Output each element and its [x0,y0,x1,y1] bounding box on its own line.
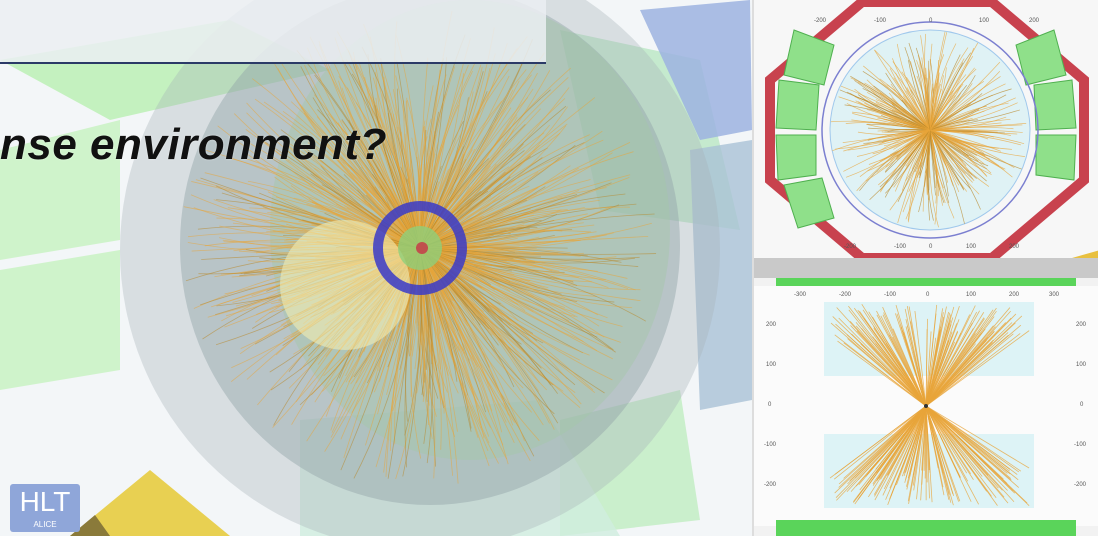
tick-label: 200 [1009,292,1020,298]
tick-label: 100 [966,292,977,298]
end-view-projection: -200 -100 0 100 200 -200 -100 0 100 200 [754,0,1098,258]
inner-cone [280,220,410,350]
projection-scale-bar-bottom [776,520,1076,536]
tick-label: 0 [1080,402,1084,408]
event-display-3d-canvas [0,0,752,536]
tick-label: -100 [764,442,777,448]
panel-separator [754,258,1098,278]
tick-label: 100 [979,18,990,24]
hlt-logo: HLT ALICE [10,484,80,532]
detector-module [300,400,620,536]
slide-title: nse environment? [0,120,387,169]
calorimeter-ring [765,0,1089,258]
side-view-vertex [924,404,928,408]
projection-panel: -200 -100 0 100 200 -200 -100 0 100 200 … [752,0,1098,536]
tick-label: -300 [794,292,807,298]
tick-label: -200 [1074,482,1087,488]
tick-label: -100 [884,292,897,298]
side-view-projection: -300 -200 -100 0 100 200 300 200 100 0 -… [754,286,1098,526]
tick-label: 200 [1009,244,1020,250]
tick-label: -100 [894,244,907,250]
side-view-axis: -300 -200 -100 0 100 200 300 200 100 0 -… [764,292,1087,488]
detector-module [0,120,120,260]
tick-label: 0 [929,18,933,24]
tick-label: 100 [966,244,977,250]
tick-label: 300 [1049,292,1060,298]
tick-label: -200 [814,18,827,24]
corner-marker [1072,250,1098,258]
emcal-modules [775,29,1077,229]
side-view-tracks [829,303,1030,506]
detector-module [0,250,120,390]
tick-label: -200 [844,244,857,250]
detector-module [690,140,752,410]
tick-label: 100 [1076,362,1087,368]
tick-label: 200 [766,322,777,328]
tick-label: -100 [874,18,887,24]
collision-vertex [416,242,428,254]
projection-scale-bar [776,278,1076,286]
tpc-outer-ring [821,21,1039,239]
tick-label: 200 [1076,322,1087,328]
end-view-tracks [830,31,1027,228]
inner-tracker-ring [373,201,467,295]
hlt-logo-text: HLT [19,486,71,517]
tick-label: 200 [1029,18,1040,24]
detector-module [70,470,230,536]
hlt-logo-subtext: ALICE [33,520,57,529]
end-view-axis: -200 -100 0 100 200 -200 -100 0 100 200 [814,18,1040,250]
title-bar [0,0,546,64]
tick-label: 100 [766,362,777,368]
tick-label: -100 [1074,442,1087,448]
tick-label: 0 [926,292,930,298]
tick-label: -200 [764,482,777,488]
detector-module [70,515,110,536]
tick-label: -200 [839,292,852,298]
detector-module [640,0,752,140]
tick-label: 0 [768,402,772,408]
event-display-3d [0,0,752,536]
tick-label: 0 [929,244,933,250]
